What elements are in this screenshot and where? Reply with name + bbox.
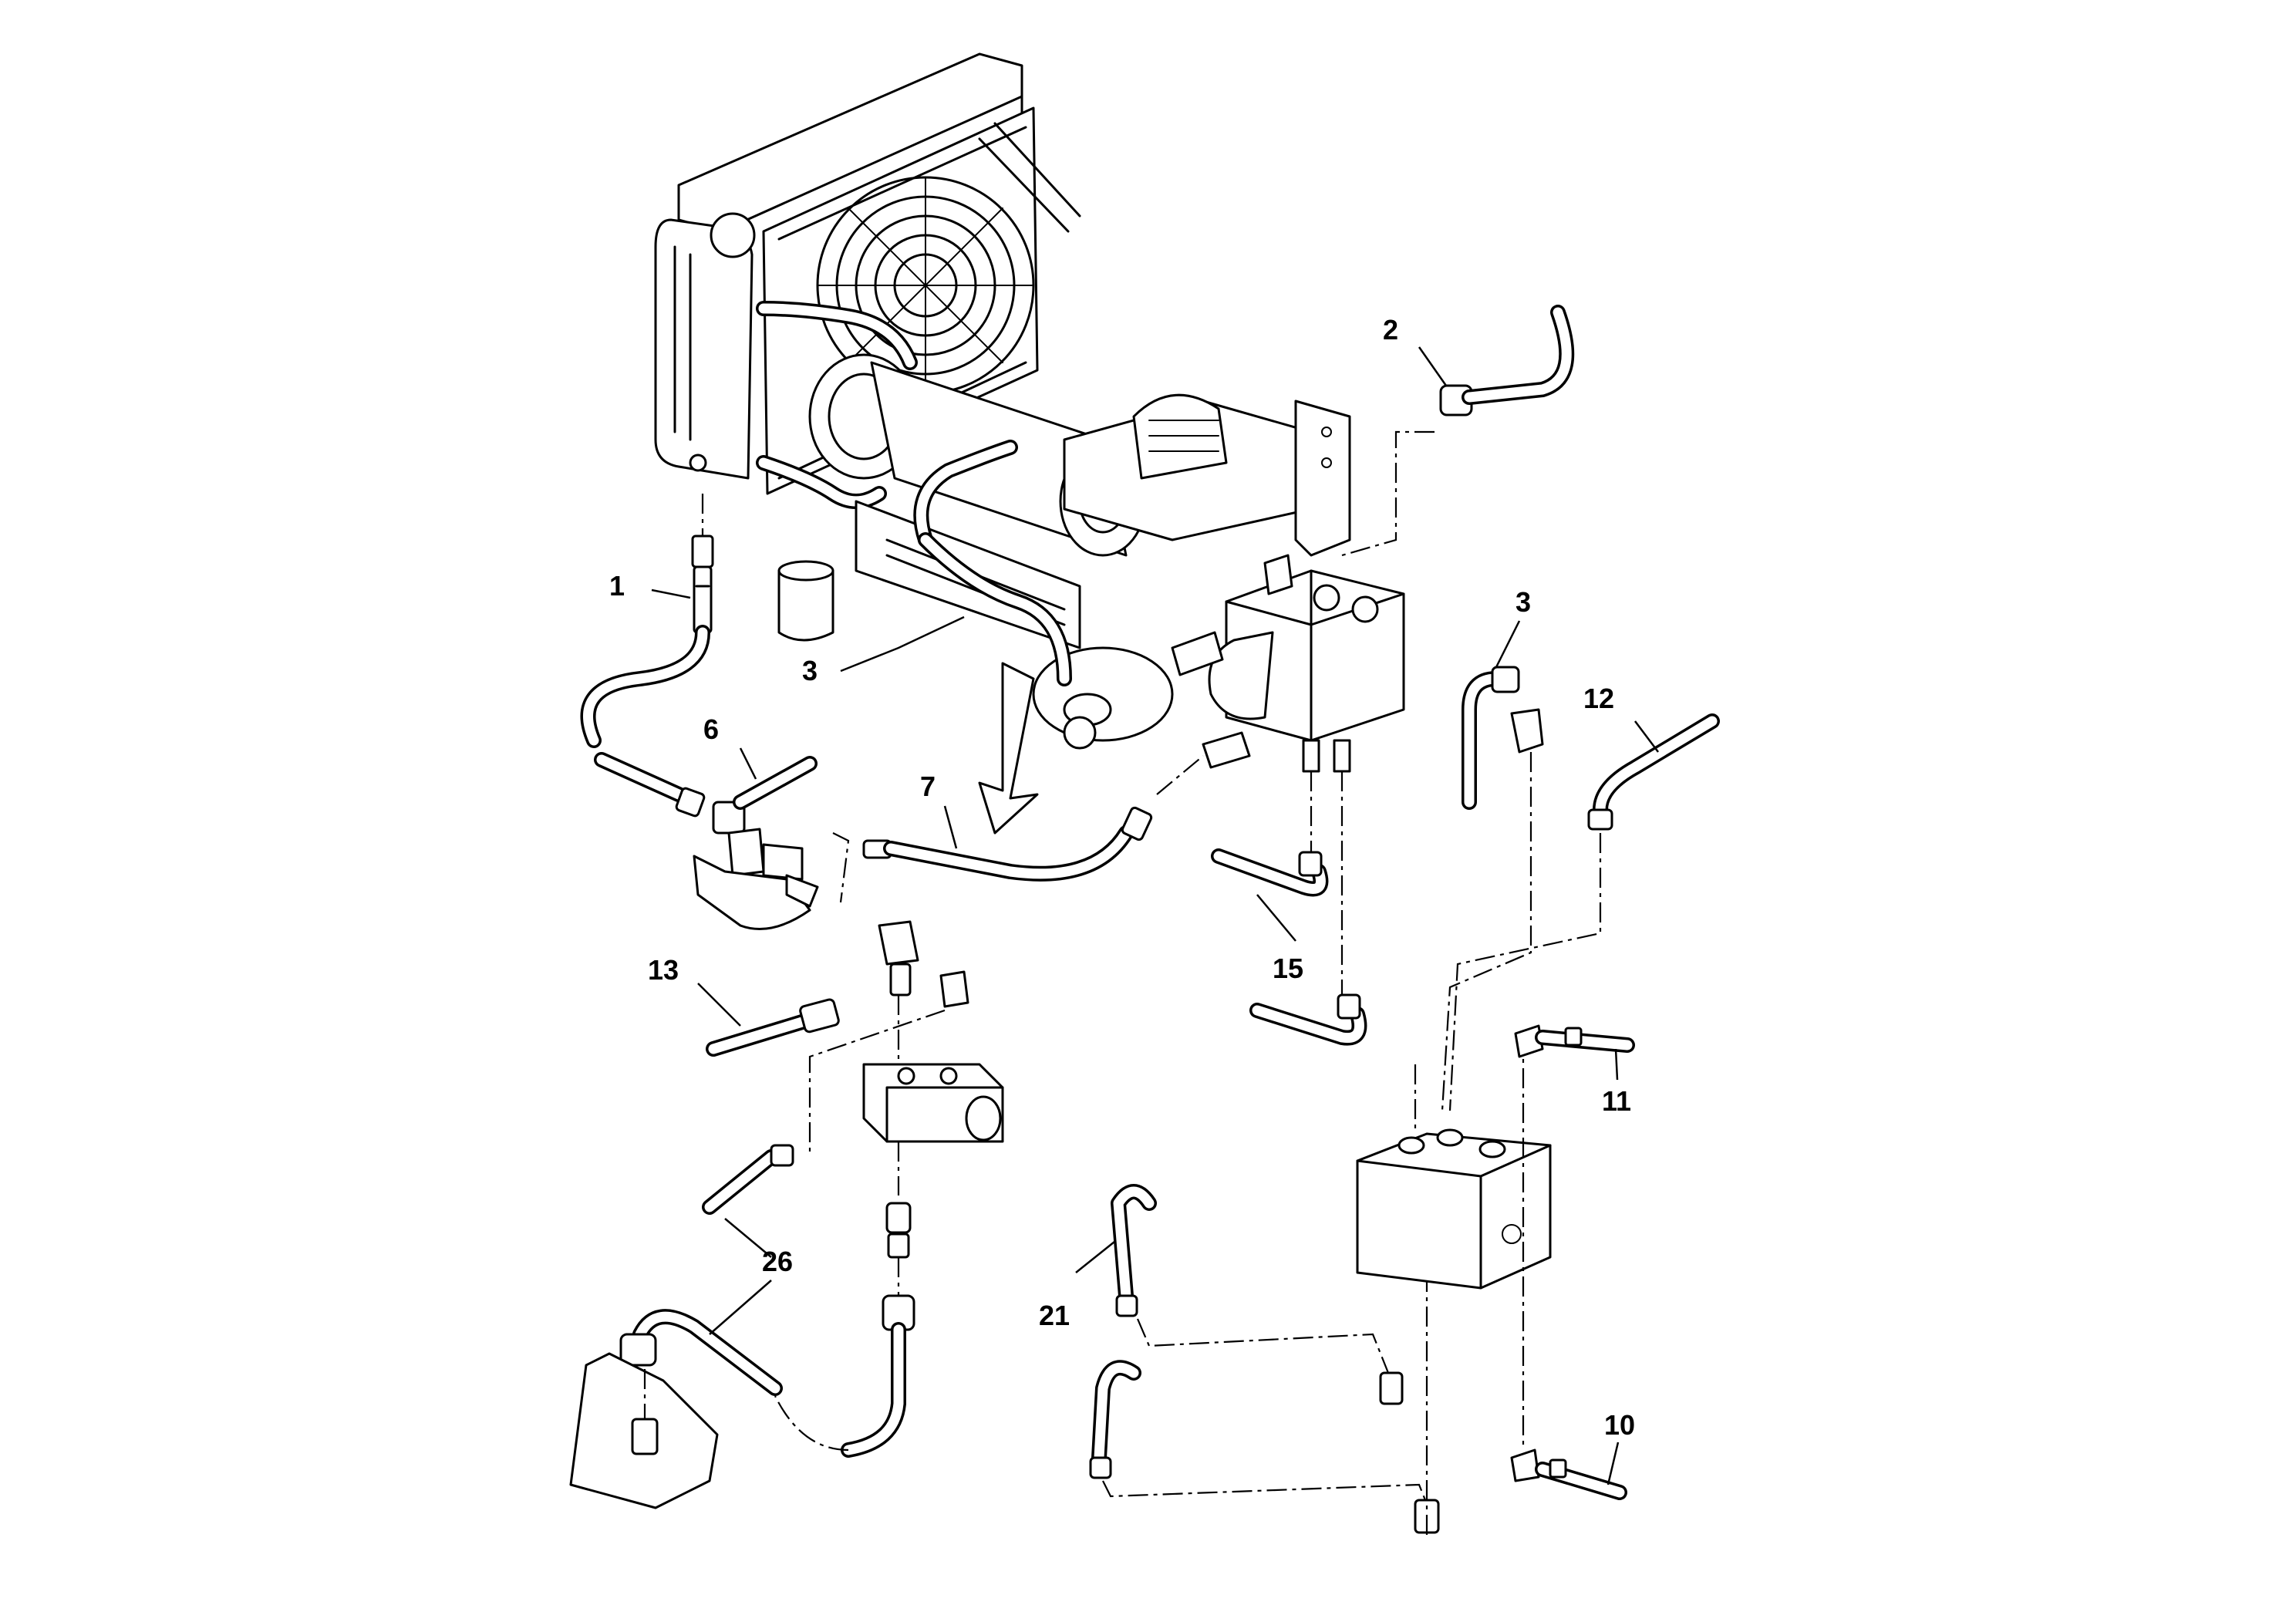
part-21-hoses bbox=[1089, 1184, 1440, 1535]
part-6-tee-fitting-group bbox=[594, 752, 850, 930]
part-12-hose bbox=[1448, 713, 1720, 1111]
valve-block-right bbox=[1356, 1034, 1552, 1450]
part-3-hose-right bbox=[1441, 666, 1544, 1111]
part-1-hose-fitting bbox=[580, 494, 714, 748]
callout-11: 11 bbox=[1602, 1085, 1631, 1117]
callout-3-right: 3 bbox=[1515, 586, 1531, 618]
callout-10: 10 bbox=[1604, 1409, 1635, 1441]
callout-15: 15 bbox=[1273, 953, 1303, 984]
callout-2: 2 bbox=[1383, 314, 1398, 346]
callout-13: 13 bbox=[648, 954, 679, 986]
callout-7: 7 bbox=[920, 771, 936, 802]
callout-1: 1 bbox=[609, 570, 625, 602]
engine-cooler-assembly bbox=[654, 52, 1405, 835]
part-13-hose bbox=[706, 920, 969, 1157]
part-2-hose bbox=[1341, 305, 1575, 557]
part-10-fitting bbox=[1510, 1448, 1627, 1500]
callout-21: 21 bbox=[1039, 1300, 1070, 1331]
callout-26: 26 bbox=[762, 1246, 793, 1277]
leader-lines bbox=[651, 346, 1659, 1485]
part-26-hose-assembly bbox=[569, 1144, 915, 1509]
callout-3-engine: 3 bbox=[802, 655, 818, 686]
callout-6: 6 bbox=[703, 713, 719, 745]
pump-block-left bbox=[862, 1063, 1004, 1195]
callout-labels: 1 2 3 3 6 7 10 11 12 13 15 21 26 bbox=[609, 314, 1635, 1441]
part-11-fitting bbox=[1514, 1024, 1635, 1058]
part-15-hoses bbox=[1211, 771, 1367, 1046]
callout-12: 12 bbox=[1583, 683, 1614, 714]
part-7-hose bbox=[862, 731, 1251, 882]
